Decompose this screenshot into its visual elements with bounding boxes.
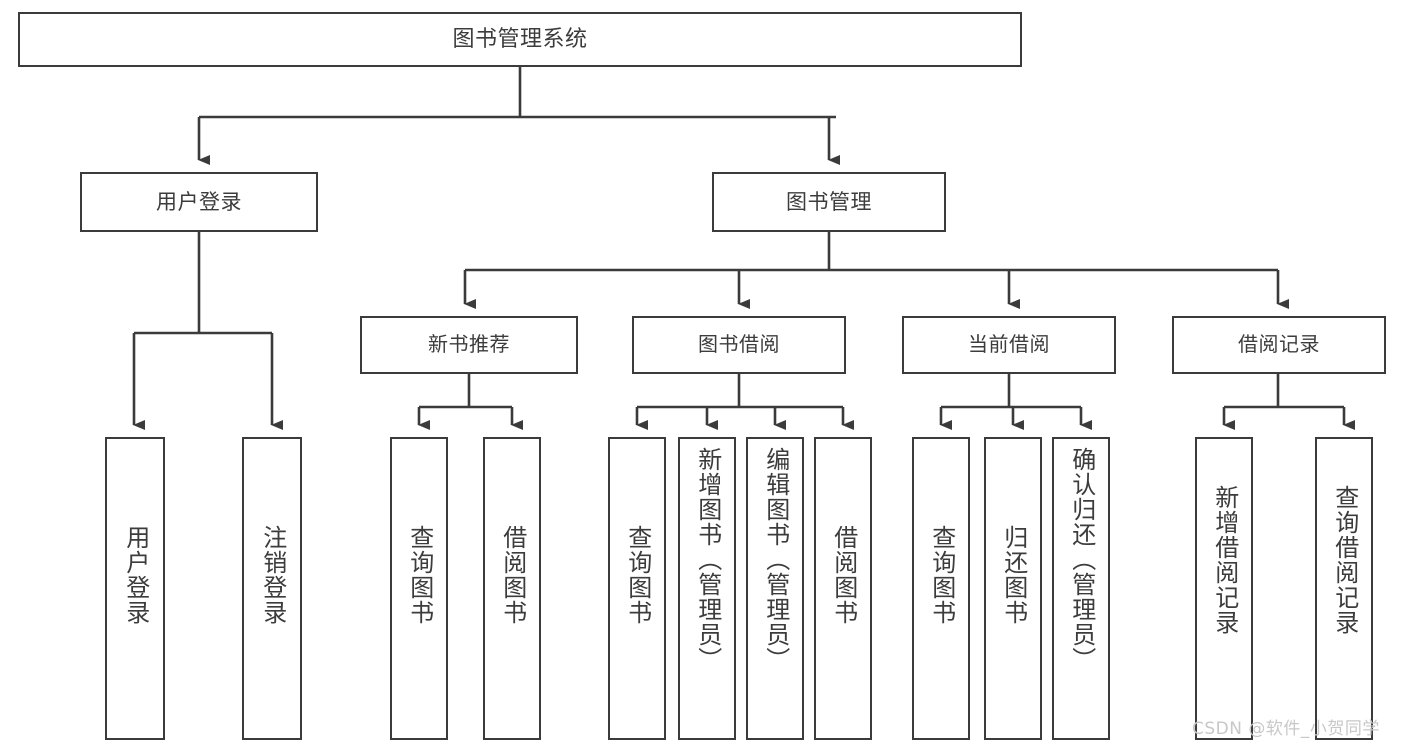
node-leaf-borrow-book-1-label: 借阅图书: [498, 525, 527, 625]
node-leaf-query-book-2-label: 查询图书: [623, 525, 652, 625]
node-book-mgmt-label: 图书管理: [786, 189, 872, 214]
node-leaf-user-logout-label: 注销登录: [258, 525, 287, 625]
node-leaf-add-record[interactable]: 新增借阅记录: [1195, 437, 1253, 740]
node-leaf-borrow-book-1[interactable]: 借阅图书: [483, 437, 541, 740]
node-book-mgmt[interactable]: 图书管理: [712, 172, 946, 232]
node-borrow-record[interactable]: 借阅记录: [1172, 316, 1386, 374]
node-leaf-add-record-label: 新增借阅记录: [1210, 485, 1239, 635]
node-leaf-query-record-label: 查询借阅记录: [1330, 485, 1359, 635]
node-new-book-rec[interactable]: 新书推荐: [360, 316, 578, 374]
node-leaf-query-book-3-label: 查询图书: [927, 525, 956, 625]
node-leaf-return-book[interactable]: 归还图书: [984, 437, 1042, 740]
node-leaf-edit-book[interactable]: 编辑图书（管理员）: [746, 437, 804, 740]
node-leaf-confirm-return-label: 确认归还（管理员）: [1067, 447, 1096, 672]
node-book-borrow-label: 图书借阅: [698, 332, 780, 357]
node-borrow-record-label: 借阅记录: [1238, 332, 1320, 357]
node-leaf-user-login[interactable]: 用户登录: [105, 437, 165, 740]
node-leaf-add-book[interactable]: 新增图书（管理员）: [678, 437, 736, 740]
node-leaf-confirm-return[interactable]: 确认归还（管理员）: [1052, 437, 1110, 740]
node-leaf-borrow-book-2[interactable]: 借阅图书: [814, 437, 872, 740]
node-current-borrow-label: 当前借阅: [968, 332, 1050, 357]
node-user-login-label: 用户登录: [156, 189, 242, 214]
node-new-book-rec-label: 新书推荐: [428, 332, 510, 357]
node-current-borrow[interactable]: 当前借阅: [902, 316, 1116, 374]
node-leaf-user-logout[interactable]: 注销登录: [242, 437, 302, 740]
node-root-label: 图书管理系统: [452, 26, 588, 52]
node-user-login[interactable]: 用户登录: [80, 172, 318, 232]
node-book-borrow[interactable]: 图书借阅: [632, 316, 846, 374]
node-leaf-user-login-label: 用户登录: [121, 525, 150, 625]
node-leaf-return-book-label: 归还图书: [999, 525, 1028, 625]
node-leaf-query-book-1-label: 查询图书: [405, 525, 434, 625]
node-leaf-query-book-2[interactable]: 查询图书: [608, 437, 666, 740]
csdn-watermark: CSDN @软件_小贺同学: [1192, 719, 1380, 739]
node-leaf-borrow-book-2-label: 借阅图书: [829, 525, 858, 625]
node-leaf-query-record[interactable]: 查询借阅记录: [1315, 437, 1373, 740]
node-root[interactable]: 图书管理系统: [18, 12, 1022, 67]
node-leaf-add-book-label: 新增图书（管理员）: [693, 447, 722, 672]
node-leaf-query-book-3[interactable]: 查询图书: [912, 437, 970, 740]
node-leaf-edit-book-label: 编辑图书（管理员）: [761, 447, 790, 672]
node-leaf-query-book-1[interactable]: 查询图书: [390, 437, 448, 740]
